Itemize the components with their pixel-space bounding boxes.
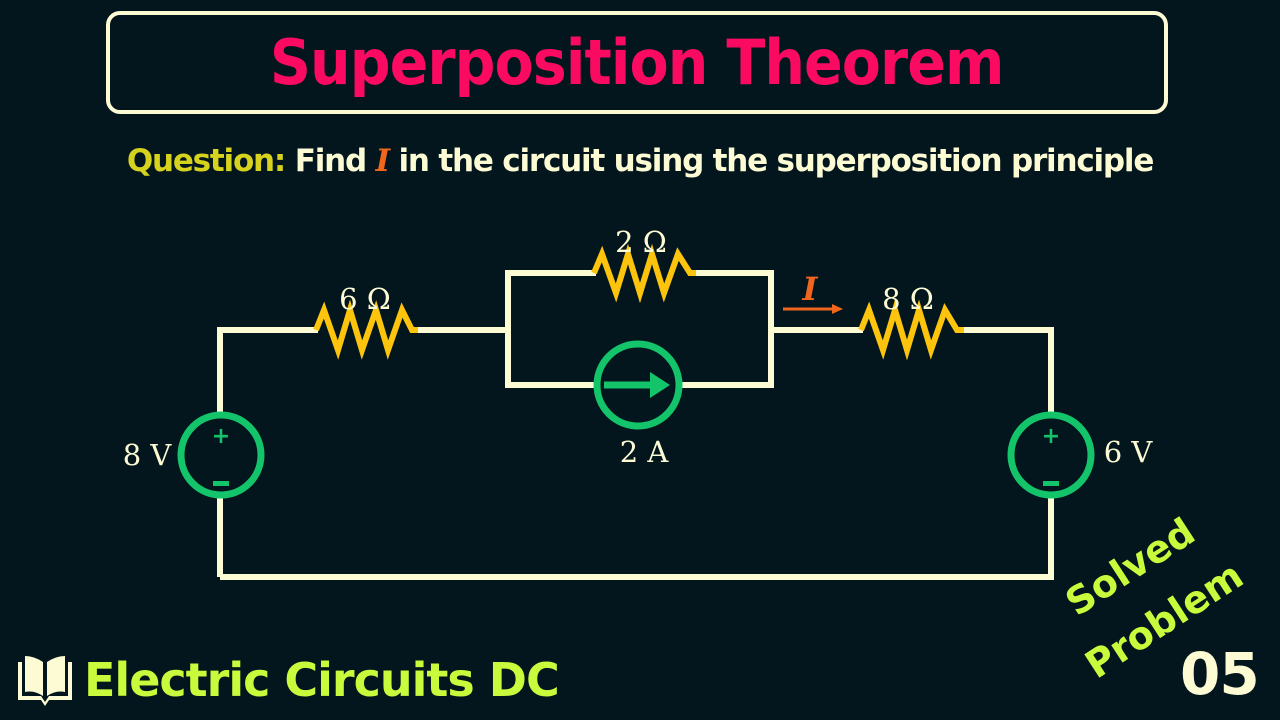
current-label: I [802, 270, 819, 308]
question-label: Question: [126, 143, 287, 179]
voltage-source-8v-label: 8 V [123, 438, 173, 472]
current-arrow-icon [783, 304, 843, 314]
question-text-after: in the circuit using the superposition p… [398, 143, 1154, 179]
resistor-2ohm-label: 2 Ω [615, 225, 667, 259]
book-icon [18, 656, 72, 706]
question-text-before: Find [294, 143, 367, 179]
brand: Electric Circuits DC [14, 652, 560, 708]
svg-text:+: + [212, 424, 230, 449]
wires [217, 270, 1054, 580]
current-source-label: 2 A [620, 435, 670, 469]
question-line: Question: Find I in the circuit using th… [0, 143, 1280, 179]
badge-number: 05 [1180, 640, 1260, 708]
resistor-8ohm [858, 299, 964, 361]
voltage-source-6v-icon: + [1007, 411, 1095, 499]
resistor-6ohm-label: 6 Ω [339, 282, 391, 316]
title-frame: Superposition Theorem [106, 11, 1168, 114]
brand-name: Electric Circuits DC [84, 653, 560, 707]
question-variable: I [375, 143, 391, 179]
resistor-8ohm-label: 8 Ω [882, 282, 934, 316]
voltage-source-8v-icon: + [177, 411, 265, 499]
page-title: Superposition Theorem [270, 26, 1005, 99]
current-source-icon [593, 340, 683, 430]
voltage-source-6v-label: 6 V [1104, 435, 1154, 469]
resistor-2ohm [591, 243, 696, 304]
svg-text:+: + [1042, 424, 1060, 449]
resistor-6ohm [313, 299, 418, 360]
